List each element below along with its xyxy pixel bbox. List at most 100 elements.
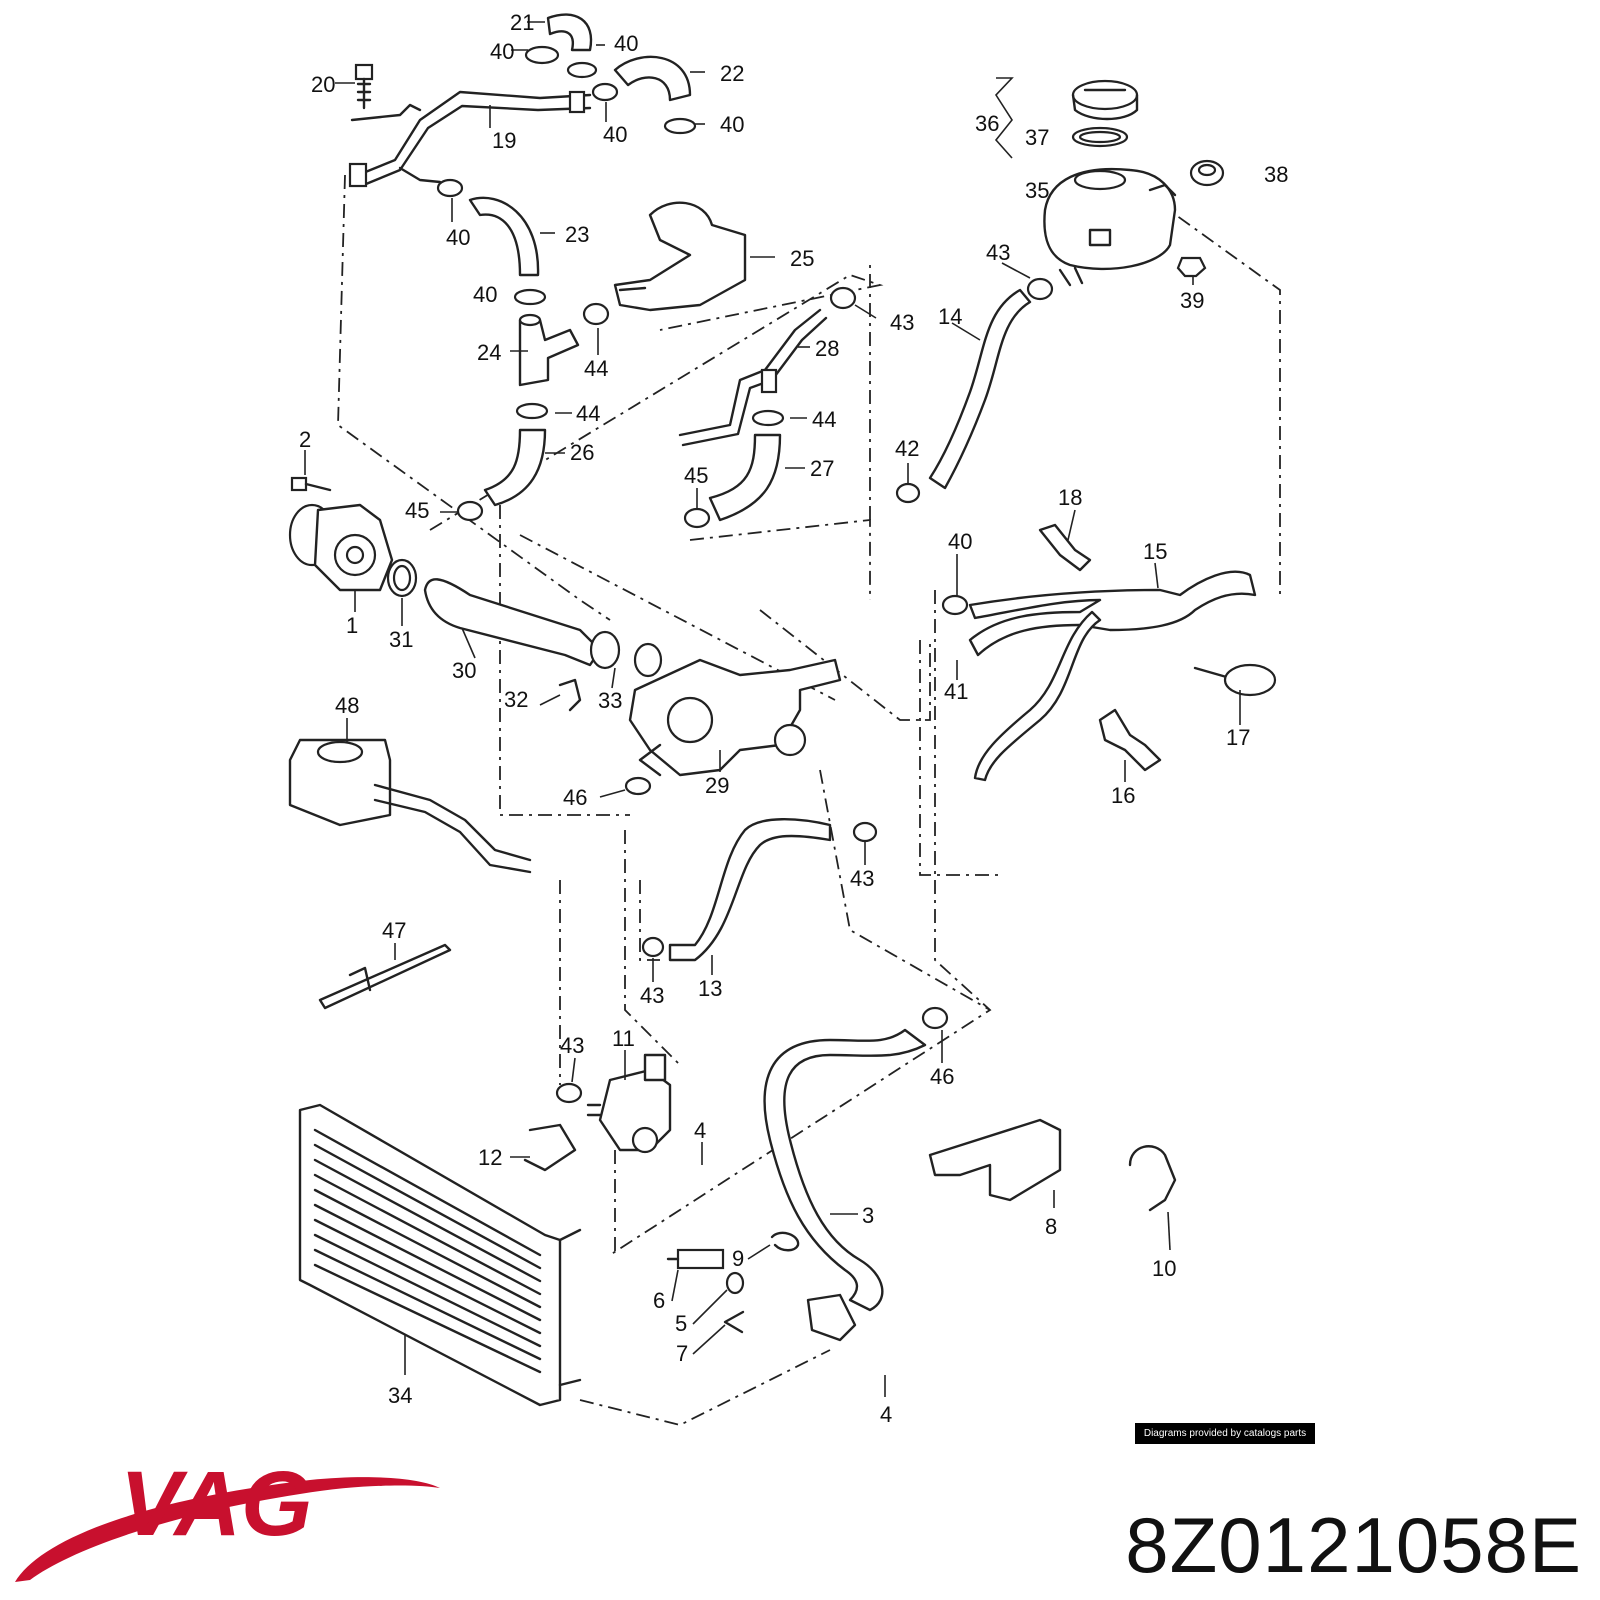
- label-37: 37: [1025, 125, 1049, 150]
- clip-7: [723, 1310, 745, 1334]
- label-40: 40: [614, 31, 638, 56]
- label-43: 43: [640, 983, 664, 1008]
- elbow-21: [546, 13, 593, 52]
- label-17: 17: [1226, 725, 1250, 750]
- label-11: 11: [612, 1026, 635, 1051]
- hose-27: [708, 433, 782, 522]
- label-10: 10: [1152, 1256, 1176, 1281]
- bracket-8: [928, 1118, 1062, 1202]
- label-35: 35: [1025, 178, 1049, 203]
- hose-25: [613, 201, 747, 312]
- label-5: 5: [675, 1311, 687, 1336]
- label-28: 28: [815, 336, 839, 361]
- label-26: 26: [570, 440, 594, 465]
- label-32: 32: [504, 687, 528, 712]
- label-43: 43: [986, 240, 1010, 265]
- ring-5: [725, 1271, 745, 1295]
- label-20: 20: [311, 72, 335, 97]
- label-23: 23: [565, 222, 589, 247]
- oil-cooler-48: [288, 738, 532, 874]
- label-44: 44: [584, 356, 608, 381]
- sender-6: [666, 1248, 725, 1270]
- label-14: 14: [938, 304, 962, 329]
- vag-logo: VAG: [15, 1453, 440, 1582]
- label-40: 40: [720, 112, 744, 137]
- logo-swoosh: [15, 1477, 440, 1582]
- label-42: 42: [895, 436, 919, 461]
- label-40: 40: [473, 282, 497, 307]
- clip-9: [770, 1231, 800, 1252]
- label-21: 21: [510, 10, 534, 35]
- label-47: 47: [382, 918, 406, 943]
- thermostat-housing-29: [628, 658, 842, 777]
- pipe-28: [678, 308, 828, 447]
- hose-22: [613, 55, 692, 102]
- label-6: 6: [653, 1288, 665, 1313]
- radiator-34: [298, 1103, 582, 1407]
- hose-14: [928, 288, 1032, 490]
- label-38: 38: [1264, 162, 1288, 187]
- label-4: 4: [694, 1118, 706, 1143]
- label-2: 2: [299, 427, 311, 452]
- pipe-assembly-19: [348, 90, 592, 188]
- o-ring-31: [386, 558, 418, 598]
- leader-lines: [304, 21, 1241, 1397]
- label-25: 25: [790, 246, 814, 271]
- bolt-20: [354, 63, 374, 110]
- label-29: 29: [705, 773, 729, 798]
- label-22: 22: [720, 61, 744, 86]
- label-24: 24: [477, 340, 501, 365]
- label-1: 1: [346, 613, 358, 638]
- label-36: 36: [975, 111, 999, 136]
- hose-16-branch: [973, 610, 1102, 782]
- grommet-38: [1189, 159, 1225, 187]
- label-31: 31: [389, 627, 413, 652]
- label-44: 44: [576, 401, 600, 426]
- label-45: 45: [684, 463, 708, 488]
- cap-36: [1071, 79, 1139, 121]
- label-34: 34: [388, 1383, 412, 1408]
- label-44: 44: [812, 407, 836, 432]
- clamps-misc: [456, 277, 1054, 1104]
- label-8: 8: [1045, 1214, 1057, 1239]
- part-number: 8Z0121058E: [1125, 1501, 1582, 1589]
- o-ring-33: [633, 642, 663, 678]
- label-19: 19: [492, 128, 516, 153]
- label-45: 45: [405, 498, 429, 523]
- pipe-30: [423, 578, 621, 670]
- t-piece-24: [518, 313, 580, 387]
- clip-16: [1098, 708, 1162, 772]
- clip-32: [558, 678, 582, 712]
- label-41: 41: [944, 679, 968, 704]
- logo-wordmark: VAG: [120, 1453, 313, 1555]
- label-48: 48: [335, 693, 359, 718]
- label-7: 7: [676, 1341, 688, 1366]
- flange-11: [586, 1053, 672, 1154]
- label-39: 39: [1180, 288, 1204, 313]
- hose-23: [468, 196, 540, 277]
- bracket-36: [994, 77, 1014, 159]
- seal-37: [1071, 126, 1129, 148]
- hose-15: [968, 570, 1257, 657]
- clamps-40: [436, 45, 969, 616]
- label-12: 12: [478, 1145, 502, 1170]
- clip-12: [523, 1123, 577, 1172]
- label-18: 18: [1058, 485, 1082, 510]
- hose-13: [668, 818, 832, 962]
- label-3: 3: [862, 1203, 874, 1228]
- sensor-10: [1128, 1145, 1177, 1212]
- water-pump-1: [288, 503, 394, 592]
- bolt-2: [290, 476, 332, 492]
- label-16: 16: [1111, 783, 1135, 808]
- tie-17: [1193, 663, 1277, 697]
- label-40: 40: [948, 529, 972, 554]
- part-labels: 21 40 40 22 20 19 40 40 36 37 35 38 40 2…: [299, 10, 1288, 1427]
- label-27: 27: [810, 456, 834, 481]
- label-40: 40: [603, 122, 627, 147]
- label-30: 30: [452, 658, 476, 683]
- diagram-credit-badge: Diagrams provided by catalogs parts: [1135, 1423, 1315, 1444]
- label-46: 46: [563, 785, 587, 810]
- nut-39: [1176, 256, 1207, 278]
- connector-4: [806, 1293, 857, 1342]
